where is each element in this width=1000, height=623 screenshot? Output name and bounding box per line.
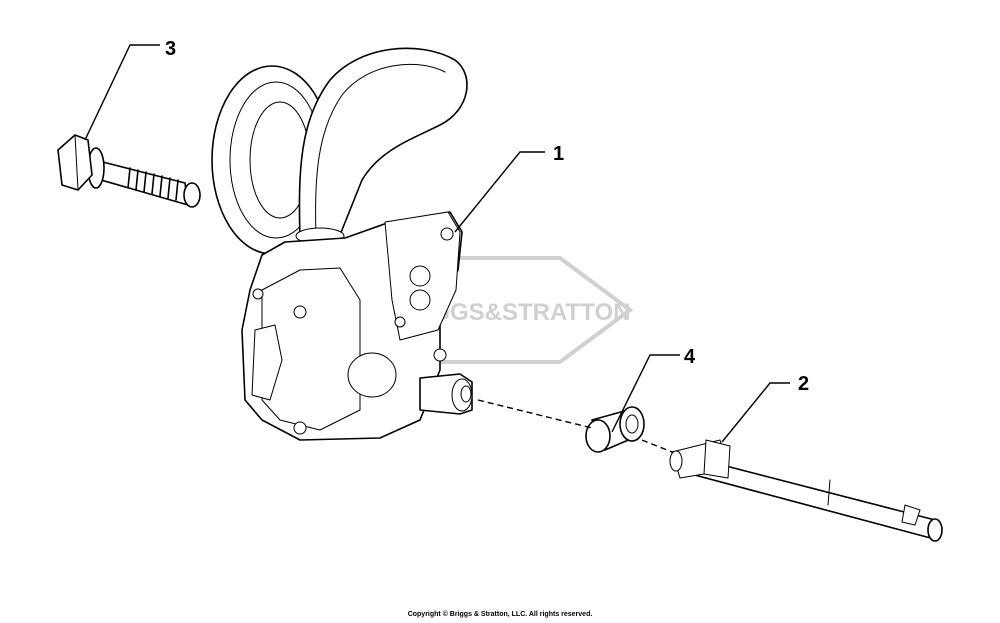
callout-1: 1 <box>553 143 564 165</box>
part-1-oil-pump-assembly <box>211 47 473 441</box>
callout-2: 2 <box>798 373 809 395</box>
leader-line-3 <box>84 44 160 141</box>
callout-3: 3 <box>165 38 176 60</box>
copyright-notice: Copyright © Briggs & Stratton, LLC. All … <box>407 611 593 618</box>
part-2-drive-shaft <box>669 439 943 542</box>
leader-line-1 <box>454 151 545 233</box>
leader-line-4 <box>611 354 680 433</box>
callout-4: 4 <box>684 346 696 368</box>
leader-line-2 <box>721 382 790 443</box>
part-3-flange-bolt <box>57 134 201 208</box>
assembly-axis-line <box>477 399 673 453</box>
part-4-coupler-sleeve <box>585 406 645 453</box>
